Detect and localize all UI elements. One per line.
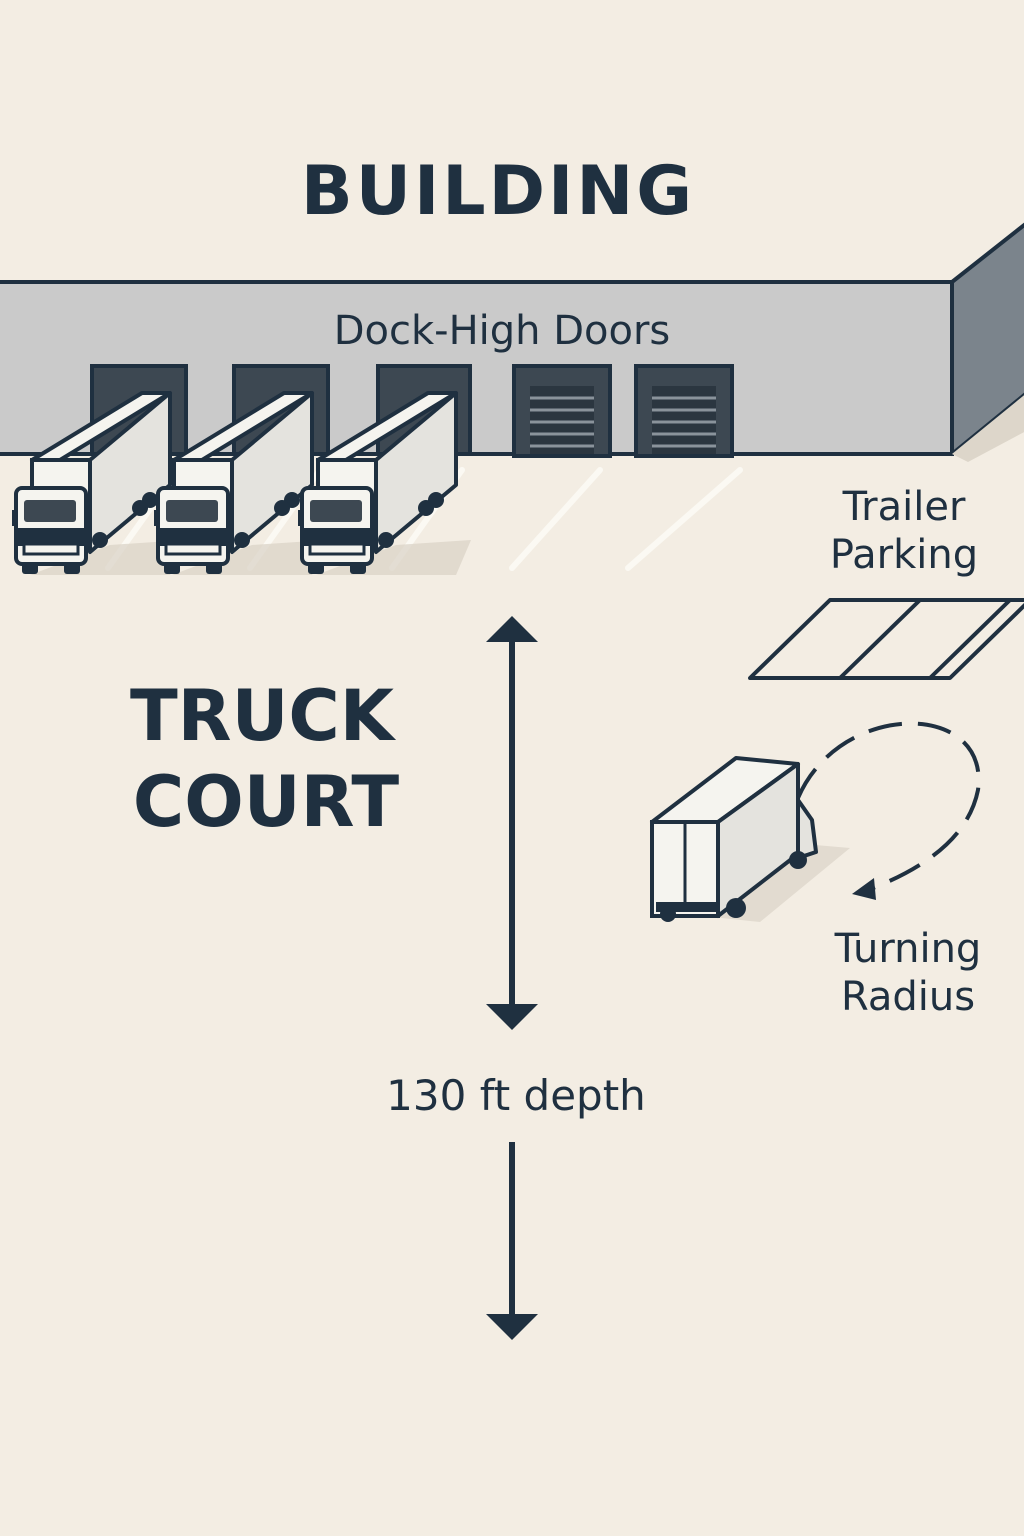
trailer-parking-label-line2: Parking bbox=[830, 532, 978, 578]
depth-dimension-lower bbox=[486, 1142, 538, 1340]
turning-radius-label-line2: Radius bbox=[841, 974, 975, 1020]
dock-doors-label: Dock-High Doors bbox=[334, 308, 671, 354]
building-side-wall bbox=[950, 222, 1024, 456]
trailer-parking-stalls bbox=[748, 598, 1024, 680]
turning-truck bbox=[650, 756, 850, 922]
building-shadow bbox=[952, 395, 1024, 462]
truck-court-label-line1: TRUCK bbox=[130, 675, 397, 757]
trailer-parking-label-line1: Trailer bbox=[842, 484, 966, 530]
turning-radius-arc bbox=[796, 721, 981, 900]
turning-radius-label-line1: Turning bbox=[834, 926, 982, 972]
depth-label: 130 ft depth bbox=[386, 1071, 646, 1120]
dock-door-5 bbox=[634, 364, 734, 458]
dock-door-4 bbox=[512, 364, 612, 458]
truck-court-label-line2: COURT bbox=[133, 761, 399, 843]
depth-dimension-upper bbox=[486, 616, 538, 1030]
building-title: BUILDING bbox=[301, 152, 695, 231]
